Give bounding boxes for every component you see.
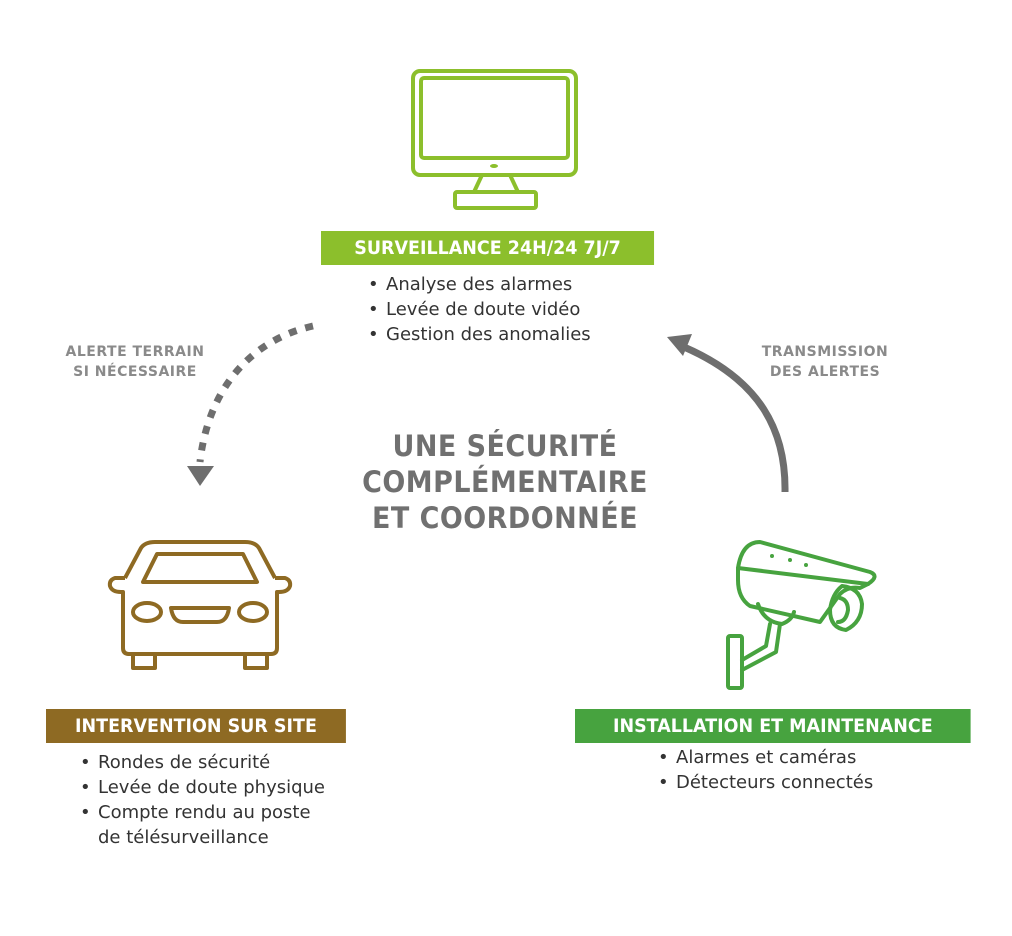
list-item-text: Compte rendu au poste [98,802,311,823]
list-item: • Levée de doute vidéo [366,297,591,322]
list-item: • Levée de doute physique [78,775,325,800]
intervention-list: • Rondes de sécurité • Levée de doute phys… [78,750,325,850]
list-item-text: Levée de doute physique [98,777,326,798]
bullet: • [80,752,91,773]
installation-title: INSTALLATION ET MAINTENANCE [575,709,971,743]
center-title: UNE SÉCURITÉ COMPLÉMENTAIRE ET COORDONNÉ… [342,428,668,536]
list-item: • Compte rendu au poste [78,800,325,825]
surveillance-title: SURVEILLANCE 24H/24 7J/7 [321,231,655,265]
alert-field-note: ALERTE TERRAIN SI NÉCESSAIRE [50,342,220,382]
note-line: DES ALERTES [769,364,881,380]
solid-arrow-path [682,343,789,493]
list-item-text: Gestion des anomalies [386,324,591,345]
security-camera-icon [726,540,877,690]
list-item-text: Analyse des alarmes [386,274,573,295]
transmission-note: TRANSMISSION DES ALERTES [745,342,905,382]
center-title-line: UNE SÉCURITÉ [392,429,618,463]
monitor-icon [411,69,578,210]
list-item-text: de télésurveillance [98,827,269,848]
bullet: • [658,747,669,768]
list-item: • Gestion des anomalies [366,322,591,347]
note-line: SI NÉCESSAIRE [73,364,197,380]
note-line: TRANSMISSION [761,344,889,360]
bullet: • [368,274,379,295]
installation-list: • Alarmes et caméras • Détecteurs connecté… [656,745,873,795]
bullet: • [368,324,379,345]
solid-arrowhead-icon [667,334,692,356]
dashed-arrowhead-icon [187,466,214,486]
note-line: ALERTE TERRAIN [65,344,205,360]
list-item: • Alarmes et caméras [656,745,873,770]
intervention-title: INTERVENTION SUR SITE [46,709,346,743]
surveillance-list: • Analyse des alarmes • Levée de doute vid… [366,272,591,347]
center-title-line: ET COORDONNÉE [372,501,638,535]
list-item: • Analyse des alarmes [366,272,591,297]
list-item-text: Détecteurs connectés [676,772,874,793]
bullet: • [80,802,91,823]
list-item: • Détecteurs connectés [656,770,873,795]
center-title-line: COMPLÉMENTAIRE [362,465,648,499]
dashed-arrow-path [196,322,314,463]
list-item-text: Alarmes et caméras [676,747,857,768]
bullet: • [80,777,91,798]
car-icon [107,540,293,670]
list-item-text: Rondes de sécurité [98,752,271,773]
list-item: • Rondes de sécurité [78,750,325,775]
list-item-continuation: de télésurveillance [78,825,325,850]
bullet: • [658,772,669,793]
list-item-text: Levée de doute vidéo [386,299,581,320]
bullet: • [368,299,379,320]
